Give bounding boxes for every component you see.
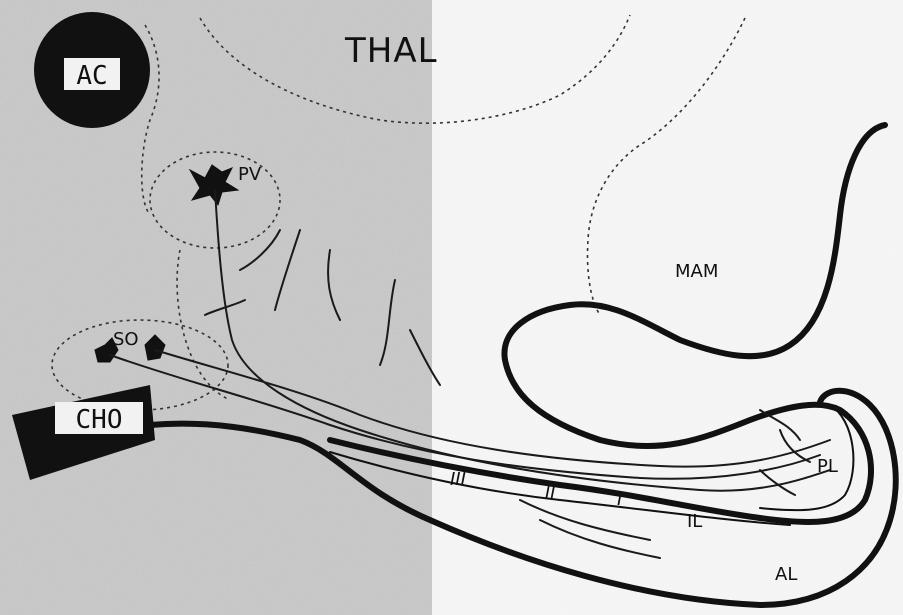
thal-label: THAL <box>344 31 438 71</box>
al-label: AL <box>775 564 797 585</box>
ac-label: AC <box>76 61 107 91</box>
il-label: IL <box>687 511 702 532</box>
mam-label: MAM <box>675 261 718 282</box>
so-label: SO <box>113 329 139 350</box>
tract-iii-label: III <box>450 469 466 490</box>
pv-label: PV <box>238 164 262 185</box>
pl-label: PL <box>817 456 838 477</box>
tract-i-label: I <box>617 489 622 510</box>
tract-ii-label: II <box>545 482 556 503</box>
cho-label: CHO <box>76 405 123 435</box>
